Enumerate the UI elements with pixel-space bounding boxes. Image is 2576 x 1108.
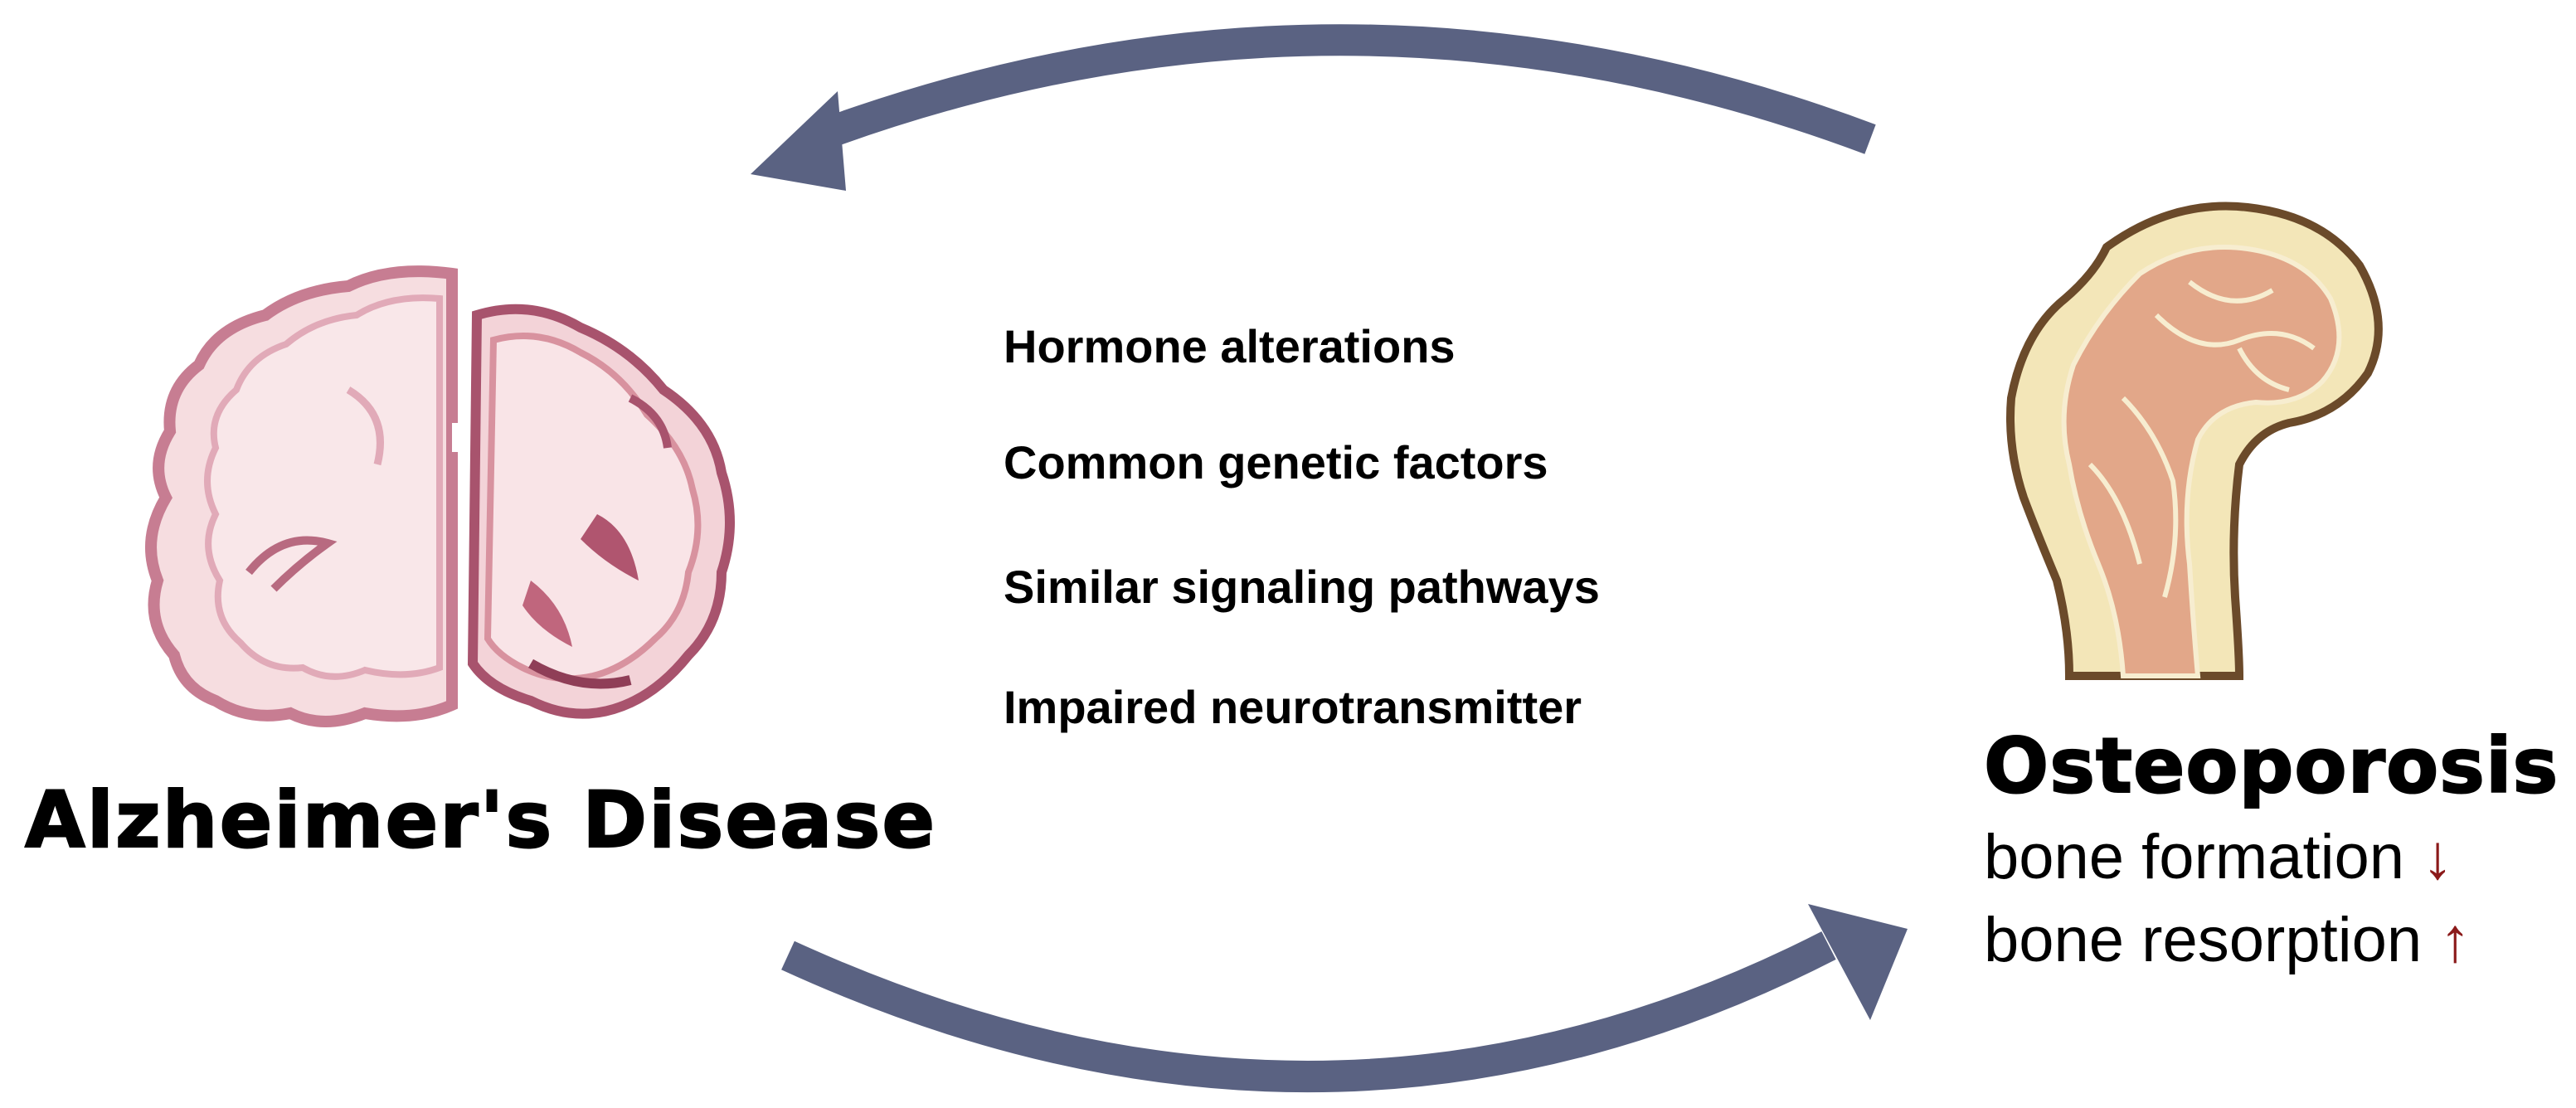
effect-label: bone resorption	[1984, 905, 2423, 975]
bottom-arrow	[781, 904, 1908, 1093]
brain-gap	[452, 423, 470, 452]
bone-marrow	[2061, 245, 2342, 678]
osteoporosis-label: Osteoporosis	[1983, 721, 2559, 811]
trabecular-lines	[2088, 279, 2316, 598]
left-hemisphere	[145, 265, 458, 727]
factor-genetic: Common genetic factors	[1004, 436, 1548, 488]
down-arrow-icon: ↓	[2422, 822, 2454, 892]
factor-hormone: Hormone alterations	[1004, 320, 1456, 372]
alzheimers-label: Alzheimer's Disease	[24, 775, 937, 867]
factor-neurotransmitter: Impaired neurotransmitter	[1004, 681, 1582, 733]
effect-bone-formation: bone formation ↓	[1984, 821, 2453, 893]
top-arrow	[751, 24, 1876, 191]
effect-bone-resorption: bone resorption ↑	[1984, 904, 2471, 976]
right-hemisphere	[467, 304, 735, 719]
factor-signaling: Similar signaling pathways	[1004, 561, 1600, 613]
up-arrow-icon: ↑	[2439, 905, 2472, 975]
effect-label: bone formation	[1984, 822, 2404, 892]
